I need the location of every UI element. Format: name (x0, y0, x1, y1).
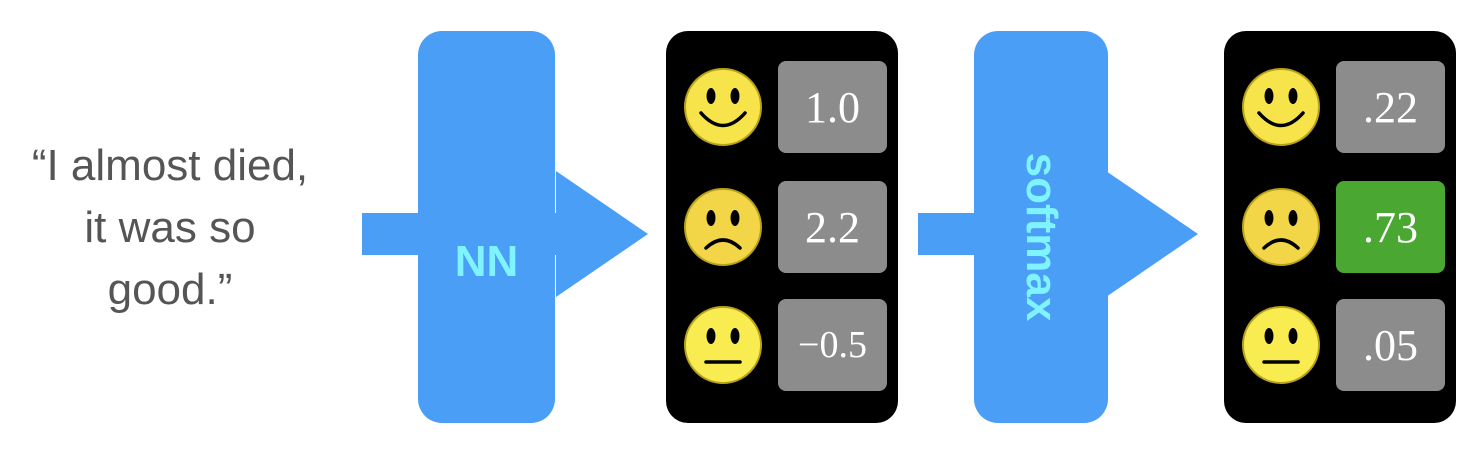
input-sentence-line-2: it was so (84, 203, 256, 252)
probs-row-happy: .22 (1240, 61, 1445, 153)
sad-face-icon (684, 188, 762, 266)
happy-face-icon (684, 68, 762, 146)
logits-row-neutral: −0.5 (682, 299, 887, 391)
probability-value: .22 (1336, 61, 1445, 153)
neutral-face-icon (1242, 306, 1320, 384)
happy-face-icon (1242, 68, 1320, 146)
probability-value: .05 (1336, 299, 1445, 391)
nn-block: NN (418, 31, 555, 423)
softmax-block: softmax (974, 31, 1108, 423)
logit-value: −0.5 (778, 299, 887, 391)
logits-row-sad: 2.2 (682, 181, 887, 273)
input-sentence-line-3: good.” (107, 265, 233, 314)
probs-row-sad: .73 (1240, 181, 1445, 273)
logit-value: 1.0 (778, 61, 887, 153)
softmax-label: softmax (1017, 152, 1066, 322)
input-sentence: “I almost died, it was so good.” (0, 135, 340, 321)
probabilities-panel: .22 .73 .05 (1224, 31, 1456, 423)
logit-value: 2.2 (778, 181, 887, 273)
input-sentence-line-1: “I almost died, (31, 141, 309, 190)
arrow-2-head (1106, 171, 1198, 297)
logits-row-happy: 1.0 (682, 61, 887, 153)
neutral-face-icon (684, 306, 762, 384)
sad-face-icon (1242, 188, 1320, 266)
arrow-1-head (556, 171, 648, 297)
logits-panel: 1.0 2.2 −0.5 (666, 31, 898, 423)
probability-value-highlighted: .73 (1336, 181, 1445, 273)
probs-row-neutral: .05 (1240, 299, 1445, 391)
nn-label: NN (454, 237, 519, 286)
